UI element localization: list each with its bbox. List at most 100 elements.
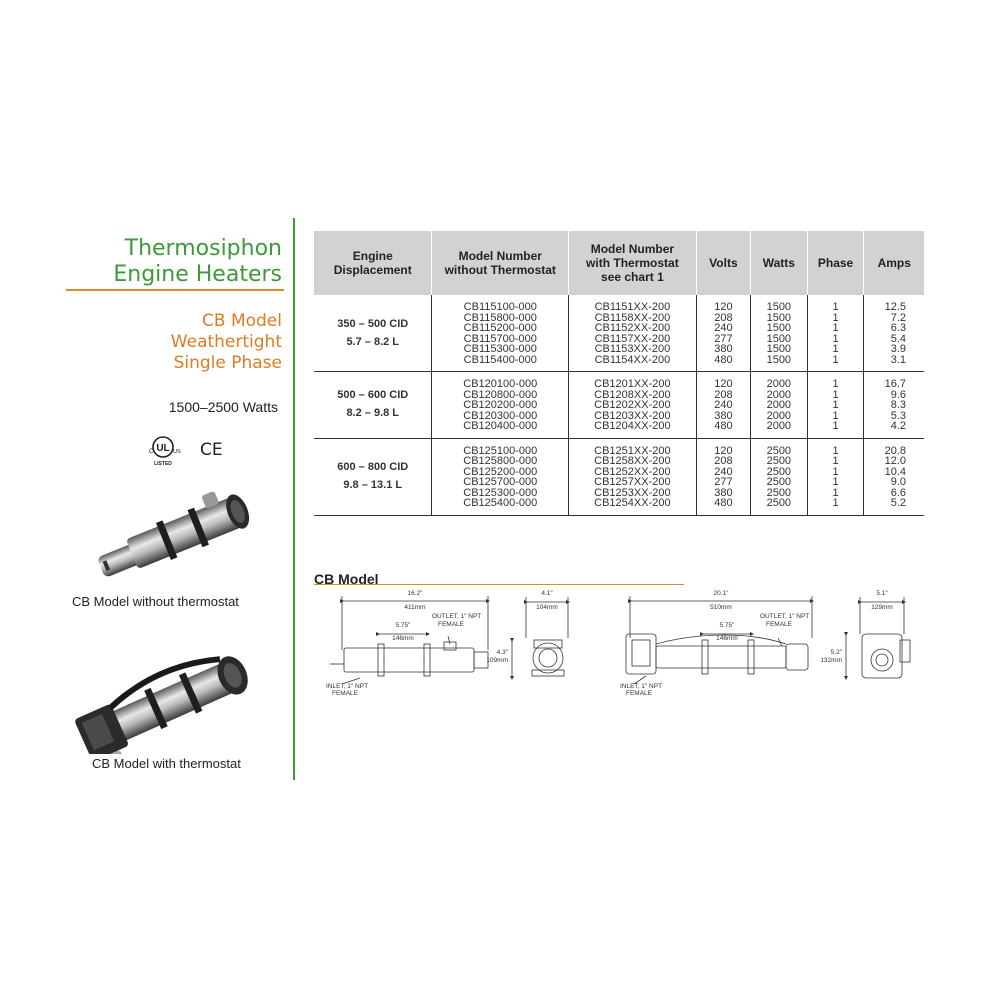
phase-value: 1 bbox=[832, 332, 839, 345]
phase-value: 1 bbox=[832, 444, 839, 457]
volts-value: 240 bbox=[714, 399, 733, 411]
phase-value: 1 bbox=[832, 409, 839, 422]
volts-value: 240 bbox=[714, 322, 733, 334]
model-with-value: CB1158XX-200 bbox=[594, 311, 671, 324]
volts-value: 480 bbox=[714, 353, 733, 366]
b-outlet-label: OUTLET, 1" NPT bbox=[760, 613, 809, 620]
title-line-1: Thermosiphon bbox=[124, 236, 282, 261]
model-without-value: CB115700-000 bbox=[463, 332, 537, 345]
phase-value: 1 bbox=[832, 399, 839, 411]
heater-photo-with-thermostat bbox=[75, 656, 248, 754]
a-height-mm-label: 109mm bbox=[486, 657, 508, 664]
b-length-label: 20.1" bbox=[714, 590, 730, 597]
subtitle-line-3: Single Phase bbox=[173, 353, 282, 373]
model-without-value: CB125400-000 bbox=[463, 497, 538, 509]
model-without-value: CB125200-000 bbox=[463, 465, 538, 478]
a-inlet-label-2: FEMALE bbox=[332, 690, 359, 697]
displacement-liters: 8.2 – 9.8 L bbox=[346, 407, 400, 420]
watts-value: 1500 bbox=[766, 343, 792, 355]
volts-value: 480 bbox=[714, 497, 733, 509]
title-divider bbox=[66, 289, 284, 291]
volts-value: 120 bbox=[714, 378, 733, 390]
model-without-value: CB115800-000 bbox=[463, 311, 537, 324]
header-text: Model Number bbox=[458, 249, 542, 263]
model-without-value: CB125700-000 bbox=[463, 476, 538, 488]
caption-without-thermostat: CB Model without thermostat bbox=[72, 594, 239, 609]
amps-value: 9.6 bbox=[890, 388, 906, 401]
watts-value: 2000 bbox=[766, 388, 792, 401]
b-height-mm-label: 132mm bbox=[820, 657, 842, 664]
a-inlet-label: INLET, 1" NPT bbox=[326, 683, 368, 690]
watts-value: 2500 bbox=[766, 465, 792, 478]
model-without-value: CB115200-000 bbox=[463, 322, 537, 334]
caption-with-thermostat: CB Model with thermostat bbox=[92, 756, 241, 771]
header-watts: Watts bbox=[750, 231, 808, 295]
heater-photo-without-thermostat bbox=[98, 491, 250, 577]
watts-value: 1500 bbox=[766, 301, 792, 313]
header-amps: Amps bbox=[863, 231, 924, 295]
model-with-value: CB1257XX-200 bbox=[594, 476, 671, 488]
model-without-value: CB115300-000 bbox=[463, 343, 537, 355]
model-without-value: CB120100-000 bbox=[463, 378, 538, 390]
ul-mark: UL bbox=[156, 443, 169, 454]
model-without-value: CB120300-000 bbox=[463, 409, 538, 422]
model-with-value: CB1201XX-200 bbox=[594, 378, 671, 390]
volts-value: 208 bbox=[714, 388, 733, 401]
displacement-cid: 600 – 800 CID bbox=[337, 461, 409, 473]
title-line-2: Engine Heaters bbox=[113, 262, 282, 287]
header-text: see chart 1 bbox=[601, 270, 664, 284]
model-without-value: CB115100-000 bbox=[463, 301, 537, 313]
volts-value: 380 bbox=[714, 343, 733, 355]
model-with-value: CB1154XX-200 bbox=[594, 353, 671, 366]
a-outlet-label-2: FEMALE bbox=[438, 621, 465, 628]
watts-value: 2500 bbox=[766, 486, 792, 499]
amps-value: 4.2 bbox=[890, 420, 906, 432]
header-text: with Thermostat bbox=[586, 256, 679, 270]
watts-value: 2000 bbox=[766, 378, 792, 390]
amps-value: 8.3 bbox=[890, 399, 906, 411]
diagram-title: CB Model bbox=[314, 571, 379, 587]
model-with-value: CB1258XX-200 bbox=[594, 455, 671, 467]
volts-value: 120 bbox=[714, 444, 733, 457]
model-without-value: CB120200-000 bbox=[463, 399, 538, 411]
watts-value: 1500 bbox=[766, 311, 792, 324]
watts-value: 2500 bbox=[766, 476, 792, 488]
model-with-value: CB1253XX-200 bbox=[594, 486, 671, 499]
ce-mark-icon: CE bbox=[200, 440, 223, 460]
phase-value: 1 bbox=[832, 353, 839, 366]
model-with-value: CB1203XX-200 bbox=[594, 409, 671, 422]
header-text: Engine bbox=[352, 249, 393, 263]
watts-value: 2500 bbox=[766, 444, 792, 457]
amps-value: 3.9 bbox=[890, 343, 906, 355]
amps-value: 7.2 bbox=[890, 311, 906, 324]
model-a-end-view bbox=[510, 597, 570, 680]
b-width-label: 5.1" bbox=[876, 590, 888, 597]
wattage-range: 1500–2500 Watts bbox=[168, 399, 278, 415]
a-outlet-label: OUTLET, 1" NPT bbox=[432, 613, 481, 620]
b-length-mm-label: 510mm bbox=[710, 604, 732, 611]
volts-value: 208 bbox=[714, 455, 733, 467]
watts-value: 2000 bbox=[766, 420, 792, 432]
b-inlet-label-2: FEMALE bbox=[626, 690, 653, 697]
subtitle-line-2: Weathertight bbox=[170, 332, 282, 352]
displacement-liters: 9.8 – 13.1 L bbox=[343, 479, 403, 491]
a-width-mm-label: 104mm bbox=[536, 604, 558, 611]
model-with-value: CB1153XX-200 bbox=[594, 343, 671, 355]
watts-value: 2000 bbox=[766, 399, 792, 411]
watts-value: 1500 bbox=[766, 353, 792, 366]
watts-value: 2500 bbox=[766, 497, 792, 509]
